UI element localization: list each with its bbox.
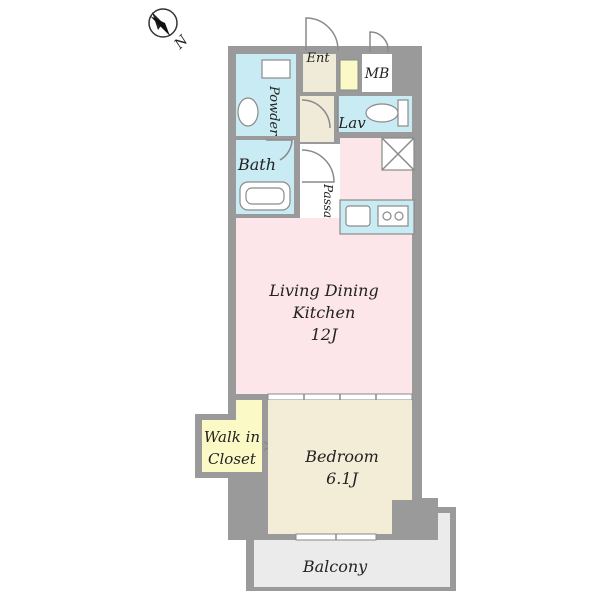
meter-box	[362, 54, 392, 92]
sink-icon	[345, 205, 371, 227]
ldk-label-line1: Living Dining	[268, 281, 378, 300]
bedroom	[268, 400, 412, 534]
outer-wall-lower-right	[410, 498, 438, 540]
bedroom-size: 6.1J	[326, 469, 359, 488]
lavatory-label: Lav	[337, 114, 366, 132]
bedroom-label: Bedroom	[304, 447, 379, 466]
meter-box-door[interactable]	[369, 31, 389, 53]
walk-in-closet	[202, 420, 262, 472]
entrance-floor	[303, 54, 336, 92]
entrance-label: Ent	[305, 51, 330, 66]
living-dining-kitchen	[236, 218, 412, 394]
balcony-label: Balcony	[302, 557, 368, 576]
outer-wall-top-left	[252, 46, 302, 54]
passage-floor	[300, 144, 340, 232]
ldk-label-line2: Kitchen	[292, 303, 356, 322]
powder-room-shelf-icon	[261, 59, 291, 79]
compass-label: N	[171, 32, 192, 53]
entrance-door[interactable]	[305, 17, 339, 51]
bath-label: Bath	[237, 155, 276, 174]
stove-icon	[377, 205, 409, 227]
compass-north-icon	[148, 8, 178, 38]
closet-label-line1: Walk in	[204, 428, 260, 446]
meter-box-label: MB	[364, 66, 390, 82]
compass: N	[148, 8, 192, 53]
washbasin-icon	[237, 97, 259, 127]
toilet-icon	[365, 99, 409, 127]
passage-door[interactable]	[301, 149, 335, 183]
closet-label-line2: Closet	[208, 450, 257, 468]
bath-door[interactable]	[266, 139, 293, 161]
ldk-size: 12J	[311, 325, 339, 344]
